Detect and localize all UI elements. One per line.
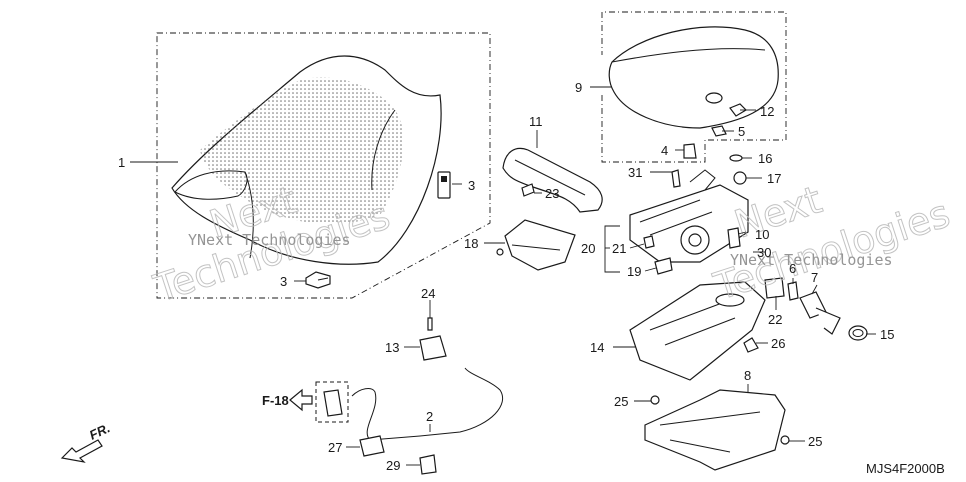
callout-6: 6 [789, 261, 796, 276]
seat-clip-upper [437, 171, 451, 199]
seat-group-outline [156, 32, 491, 299]
callout-13: 13 [385, 340, 399, 355]
seat-front-cable [174, 170, 248, 200]
seat-texture [200, 77, 404, 225]
callout-10: 10 [755, 227, 769, 242]
rear-seat-damper-5 [711, 125, 727, 137]
damper-17 [733, 171, 747, 185]
callout-8: 8 [744, 368, 751, 383]
callout-15: 15 [880, 327, 894, 342]
bolt-31 [671, 169, 681, 188]
watermark-brand-right: YNext Technologies [730, 251, 893, 269]
f18-reference: F-18 [262, 381, 349, 423]
front-arrow-icon [60, 439, 103, 463]
reference-label: F-18 [262, 393, 289, 408]
holder-13 [419, 335, 447, 361]
reference-arrow-icon [289, 388, 313, 412]
callout-25-left: 25 [614, 394, 628, 409]
leader-lines [130, 86, 876, 466]
callout-30: 30 [757, 245, 771, 260]
callout-29: 29 [386, 458, 400, 473]
screw-25-right [780, 435, 790, 445]
tray-14 [629, 281, 766, 381]
callout-2: 2 [426, 409, 433, 424]
callout-3-lower: 3 [280, 274, 287, 289]
lock-assembly [629, 154, 749, 275]
callout-17: 17 [767, 171, 781, 186]
callout-27: 27 [328, 440, 342, 455]
cover-8 [644, 389, 790, 471]
callout-16: 16 [758, 151, 772, 166]
callout-23: 23 [545, 186, 559, 201]
spring-19 [654, 257, 673, 275]
callout-26: 26 [771, 336, 785, 351]
rear-seat-edge [611, 48, 766, 63]
callout-24: 24 [421, 286, 435, 301]
diagram-code: MJS4F2000B [866, 461, 945, 476]
callout-11: 11 [529, 114, 543, 129]
main-seat-group [156, 32, 491, 299]
reference-box [315, 381, 349, 423]
callout-14: 14 [590, 340, 604, 355]
front-direction: FR. [60, 420, 112, 463]
rear-seat-damper-4 [683, 143, 697, 159]
clip-29 [419, 454, 437, 475]
plate-22 [764, 277, 785, 299]
callout-20: 20 [581, 241, 595, 256]
front-label: FR. [87, 420, 112, 442]
callout-9: 9 [575, 80, 582, 95]
seat-clip-lower [305, 271, 331, 289]
fastener-26 [743, 337, 759, 353]
rear-seat-hole [705, 92, 723, 104]
bolt-23 [521, 183, 535, 197]
callout-18: 18 [464, 236, 478, 251]
watermark-brand-left: YNext Technologies [188, 231, 351, 249]
lock-cylinder [764, 277, 868, 341]
callout-7: 7 [811, 270, 818, 285]
grommet-15 [848, 325, 868, 341]
callout-22: 22 [768, 312, 782, 327]
callout-12: 12 [760, 104, 774, 119]
washer-16 [729, 154, 743, 162]
rear-seat-group [601, 11, 787, 163]
grab-rail [502, 147, 603, 213]
bolt-24 [427, 317, 433, 331]
callout-19: 19 [627, 264, 641, 279]
callout-1: 1 [118, 155, 125, 170]
callout-5: 5 [738, 124, 745, 139]
seat-fold-line [371, 109, 396, 191]
callout-4: 4 [661, 143, 668, 158]
seat-cable-lead [244, 171, 254, 259]
rear-seat [608, 26, 779, 129]
bracket-18 [496, 219, 576, 271]
bolt-10 [727, 227, 741, 249]
seat-release-cable [351, 317, 503, 475]
clip-21 [643, 235, 655, 249]
clip-27 [359, 435, 385, 457]
callout-25-right: 25 [808, 434, 822, 449]
screw-25-left [650, 395, 660, 405]
callout-31: 31 [628, 165, 642, 180]
callout-labels: 1 2 3 3 4 5 6 7 8 9 10 11 12 13 14 15 16… [118, 80, 894, 473]
callout-21: 21 [612, 241, 626, 256]
callout-3-upper: 3 [468, 178, 475, 193]
